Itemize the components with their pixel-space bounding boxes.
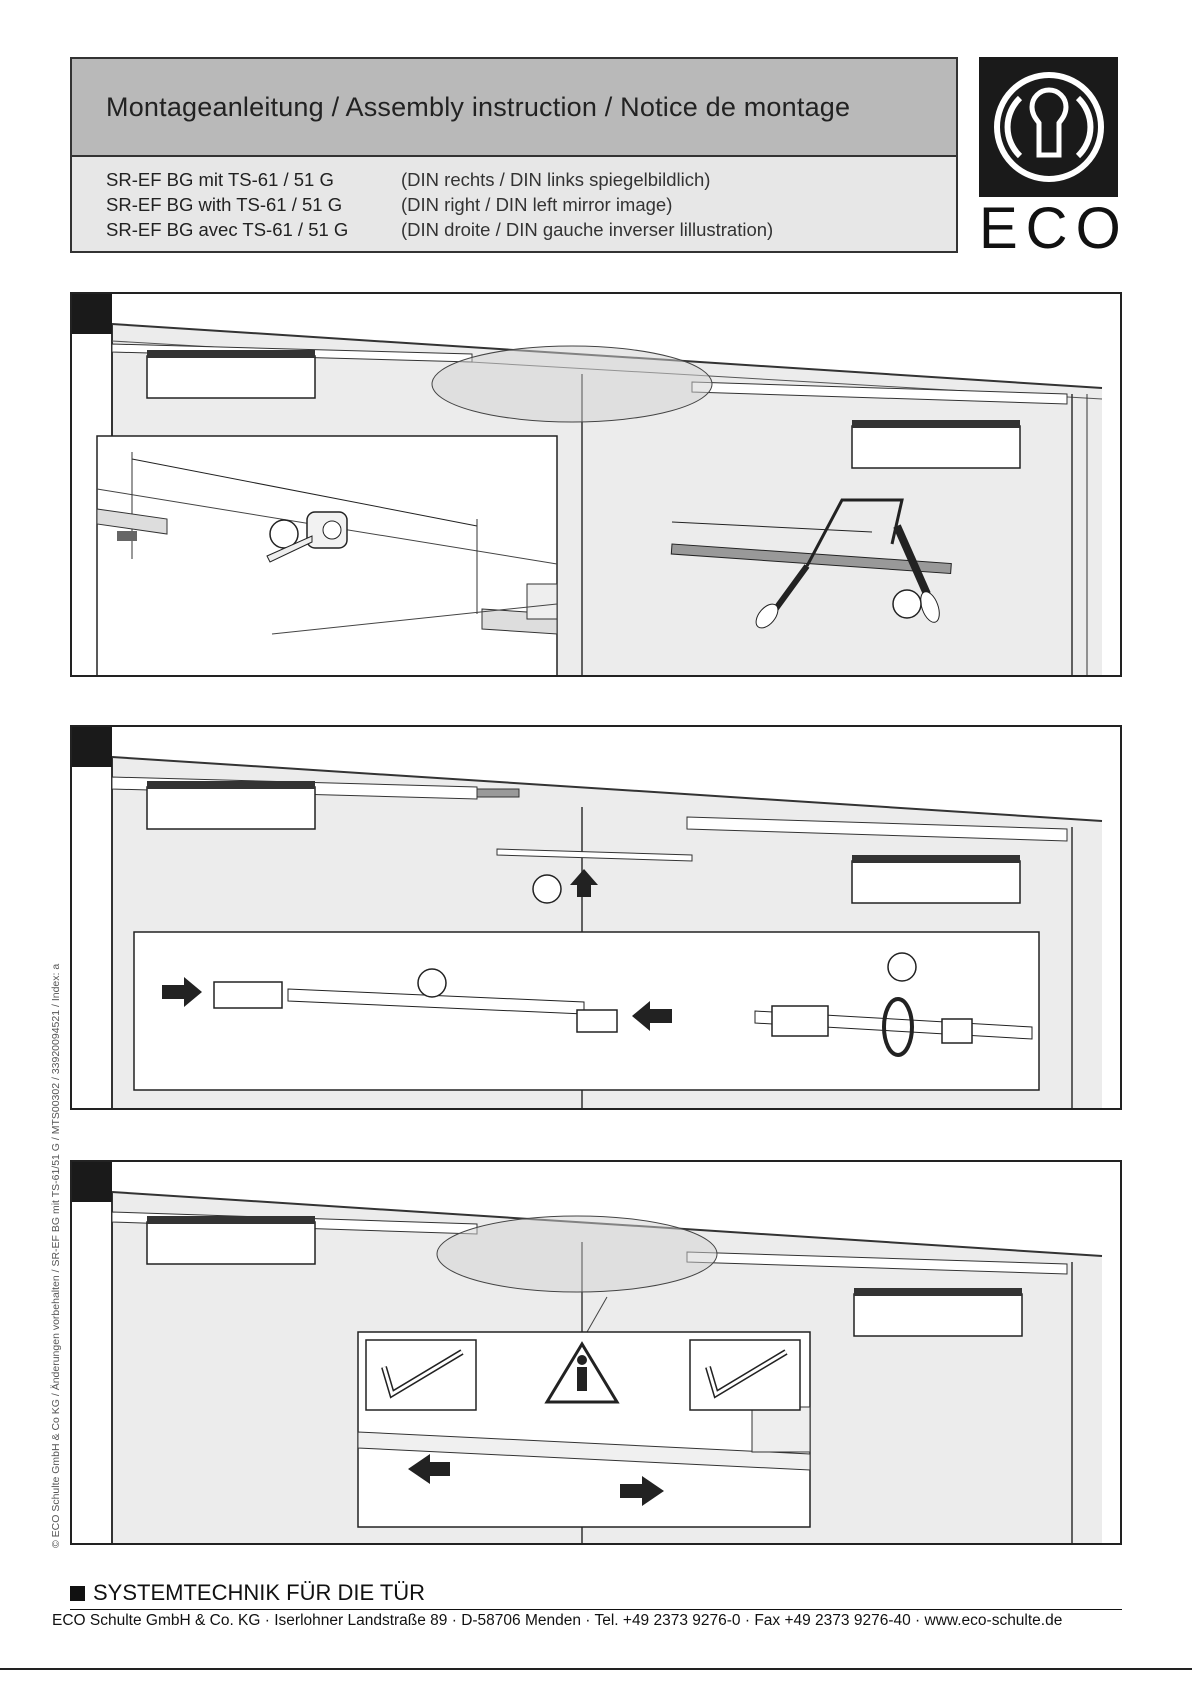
header-box: Montageanleitung / Assembly instruction … bbox=[70, 57, 958, 253]
product-note: (DIN droite / DIN gauche inverser lillus… bbox=[401, 219, 774, 240]
product-name: SR-EF BG with TS-61 / 51 G bbox=[106, 194, 343, 215]
allen-key-icon bbox=[689, 1339, 801, 1411]
product-name: SR-EF BG avec TS-61 / 51 G bbox=[106, 219, 349, 240]
product-list: SR-EF BG mit TS-61 / 51 G (DIN rechts / … bbox=[72, 157, 956, 242]
footer-address: ECO Schulte GmbH & Co. KG · Iserlohner L… bbox=[52, 1612, 1063, 1629]
page-title: Montageanleitung / Assembly instruction … bbox=[106, 91, 851, 122]
rotate-arrow-icon bbox=[882, 997, 914, 1057]
step-2-panel bbox=[70, 725, 1122, 1110]
bottom-border bbox=[0, 1668, 1192, 1670]
product-row: SR-EF BG mit TS-61 / 51 G (DIN rechts / … bbox=[106, 167, 956, 192]
header-title-bar: Montageanleitung / Assembly instruction … bbox=[72, 59, 956, 157]
info-warning-icon bbox=[544, 1341, 620, 1404]
product-name: SR-EF BG mit TS-61 / 51 G bbox=[106, 169, 334, 190]
logo-wordmark: ECO bbox=[979, 196, 1129, 261]
product-row: SR-EF BG avec TS-61 / 51 G (DIN droite /… bbox=[106, 217, 956, 242]
footer-slogan: SYSTEMTECHNIK FÜR DIE TÜR bbox=[70, 1580, 425, 1606]
step-badge bbox=[72, 727, 112, 767]
square-bullet-icon bbox=[70, 1585, 85, 1601]
step-badge bbox=[72, 1162, 112, 1202]
hacksaw-icon bbox=[670, 498, 952, 629]
step-2-illustration bbox=[111, 756, 1103, 1108]
step-3-illustration bbox=[111, 1191, 1103, 1543]
footer-divider bbox=[70, 1609, 1122, 1610]
step-1-panel bbox=[70, 292, 1122, 677]
product-note: (DIN rechts / DIN links spiegelbildlich) bbox=[401, 169, 711, 190]
product-row: SR-EF BG with TS-61 / 51 G (DIN right / … bbox=[106, 192, 956, 217]
side-copyright-text: © ECO Schulte GmbH & Co KG / Änderungen … bbox=[50, 963, 62, 1548]
push-arrow-icon bbox=[570, 869, 598, 897]
tape-measure-icon bbox=[266, 511, 348, 563]
keyhole-icon bbox=[993, 72, 1104, 182]
step-3-panel bbox=[70, 1160, 1122, 1545]
step-1-illustration bbox=[96, 323, 1103, 675]
allen-key-icon bbox=[365, 1339, 477, 1411]
eco-logo: ECO bbox=[979, 57, 1129, 261]
step-badge bbox=[72, 294, 112, 334]
logo-mark bbox=[979, 57, 1118, 197]
product-note: (DIN right / DIN left mirror image) bbox=[401, 194, 673, 215]
file-icon bbox=[892, 524, 940, 623]
slogan-text: SYSTEMTECHNIK FÜR DIE TÜR bbox=[93, 1580, 426, 1605]
